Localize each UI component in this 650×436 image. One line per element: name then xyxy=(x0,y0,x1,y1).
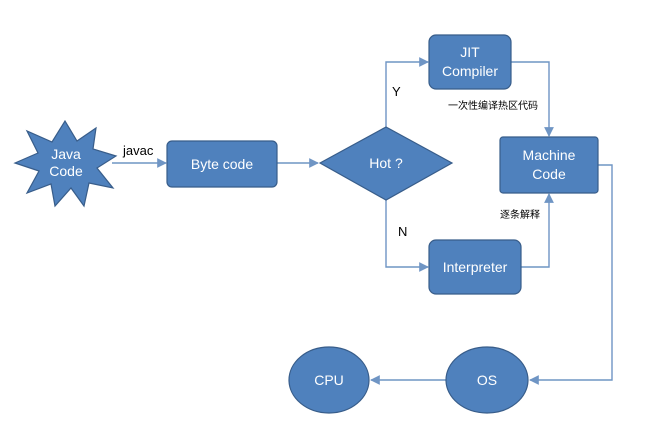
hot-label: Hot ? xyxy=(369,155,403,171)
decision-diamond xyxy=(318,126,454,201)
jit-label-line1: JIT xyxy=(460,44,480,60)
edge-interpreter-to-machinecode xyxy=(521,193,554,268)
cpu-node: CPU xyxy=(288,346,370,414)
jit-label-line2: Compiler xyxy=(442,63,498,79)
java-code-label-line2: Code xyxy=(49,163,83,179)
edge-hot-to-interpreter xyxy=(385,200,429,272)
java-code-node: Java Code xyxy=(13,119,118,208)
os-label: OS xyxy=(477,372,497,388)
label-interpret-line-by-line: 逐条解释 xyxy=(500,208,540,221)
hot-decision-node: Hot ? xyxy=(318,126,454,201)
interpreter-label: Interpreter xyxy=(443,259,508,275)
jit-compiler-node: JIT Compiler xyxy=(428,34,512,90)
cpu-circle xyxy=(288,346,370,414)
edge-hot-to-jit xyxy=(385,57,429,128)
machine-code-label-line1: Machine xyxy=(523,147,576,163)
starburst-shape xyxy=(13,119,118,208)
jit-compiler-box xyxy=(428,34,512,90)
label-yes: Y xyxy=(392,84,401,99)
interpreter-box xyxy=(428,239,522,295)
cpu-label: CPU xyxy=(314,372,344,388)
label-compile-hot-code: 一次性编译热区代码 xyxy=(448,99,538,112)
byte-code-label: Byte code xyxy=(191,156,253,172)
machine-code-box xyxy=(499,136,599,194)
byte-code-node: Byte code xyxy=(166,140,278,188)
label-no: N xyxy=(398,224,407,239)
os-node: OS xyxy=(445,346,529,414)
os-circle xyxy=(445,346,529,414)
edge-jit-to-machinecode xyxy=(511,61,554,137)
java-code-label-line1: Java xyxy=(51,146,81,162)
byte-code-box xyxy=(166,140,278,188)
machine-code-label-line2: Code xyxy=(532,166,566,182)
edges xyxy=(112,57,613,385)
edge-machinecode-to-os xyxy=(529,164,613,385)
interpreter-node: Interpreter xyxy=(428,239,522,295)
machine-code-node: Machine Code xyxy=(499,136,599,194)
label-javac: javac xyxy=(122,143,154,158)
